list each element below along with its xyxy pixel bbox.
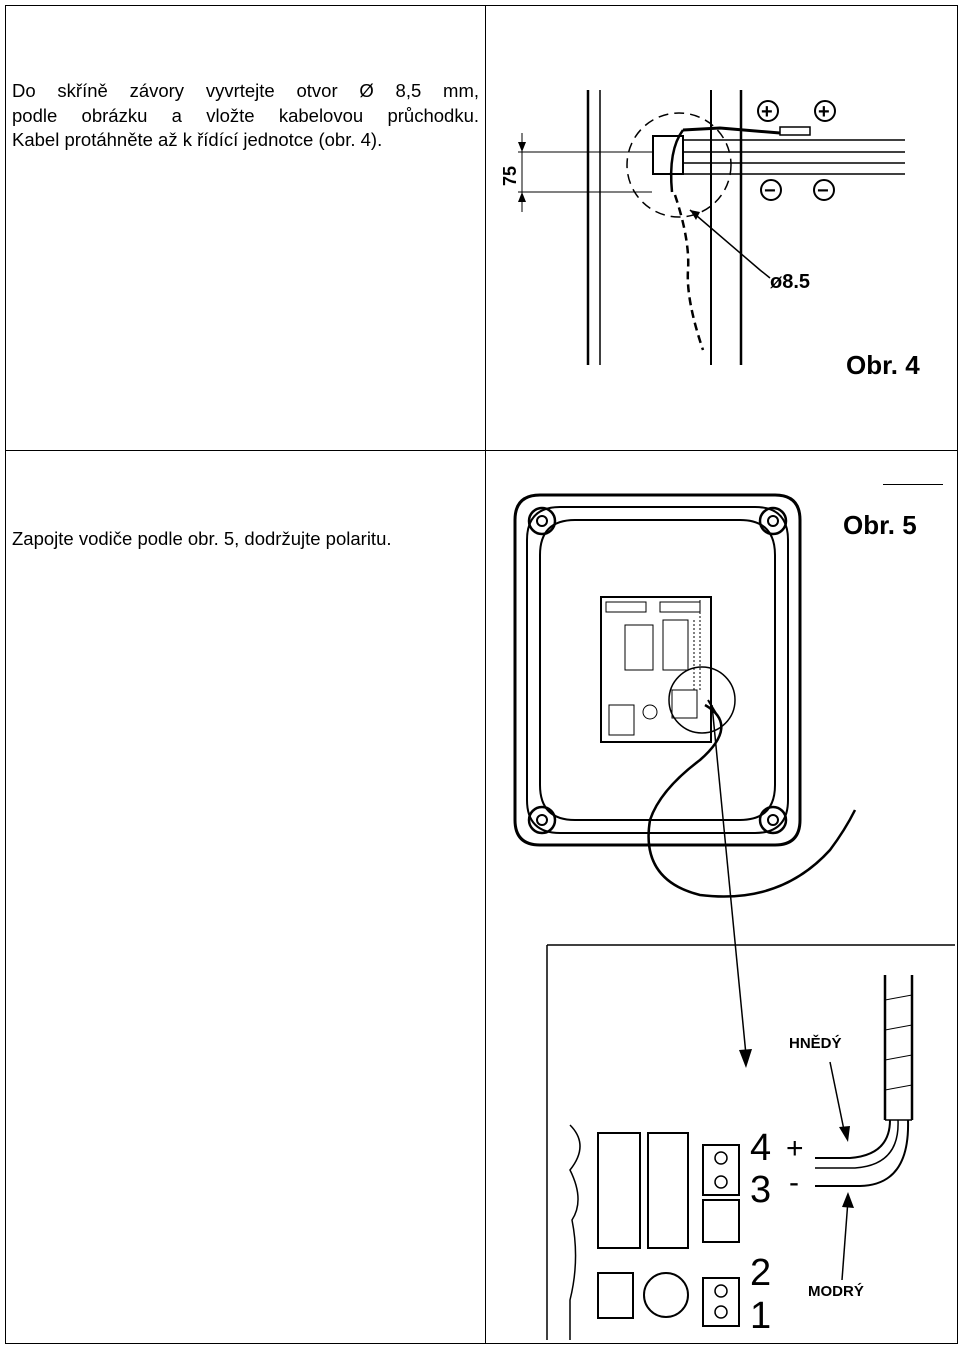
hole-diameter-label: ø8.5 [770, 271, 810, 293]
dimension-75-label: 75 [500, 166, 520, 186]
instruction-line-2: podle obrázku a vložte kabelovou průchod… [12, 104, 479, 126]
plus-sign-1: + [761, 101, 773, 123]
column-divider [485, 5, 486, 1344]
figure-5-drawing [513, 493, 955, 1340]
terminal-plus-sign: + [786, 1132, 804, 1165]
minus-sign-2: − [817, 180, 829, 202]
terminal-4-label: 4 [750, 1127, 771, 1169]
plus-sign-2: + [818, 101, 830, 123]
instruction-line-1: Do skříně závory vyvrtejte otvor Ø 8,5 m… [12, 80, 479, 101]
instruction-paragraph-1: Do skříně závory vyvrtejte otvor Ø 8,5 m… [12, 79, 479, 153]
short-rule [883, 484, 943, 485]
terminal-2-label: 2 [750, 1252, 771, 1294]
brown-wire-label: HNĚDÝ [789, 1034, 842, 1052]
figure-4-drawing [518, 90, 905, 365]
figure-4-label: Obr. 4 [846, 350, 920, 380]
figure-5-label: Obr. 5 [843, 510, 917, 540]
terminal-3-label: 3 [750, 1169, 771, 1211]
row-divider [5, 450, 958, 451]
table-frame [5, 5, 958, 1344]
terminal-minus-sign: - [789, 1166, 799, 1199]
terminal-1-label: 1 [750, 1295, 771, 1337]
minus-sign-1: − [764, 180, 776, 202]
blue-wire-label: MODRÝ [808, 1282, 864, 1300]
instruction-line-3: Kabel protáhněte až k řídící jednotce (o… [12, 129, 383, 150]
instruction-paragraph-2: Zapojte vodiče podle obr. 5, dodržujte p… [12, 528, 392, 549]
